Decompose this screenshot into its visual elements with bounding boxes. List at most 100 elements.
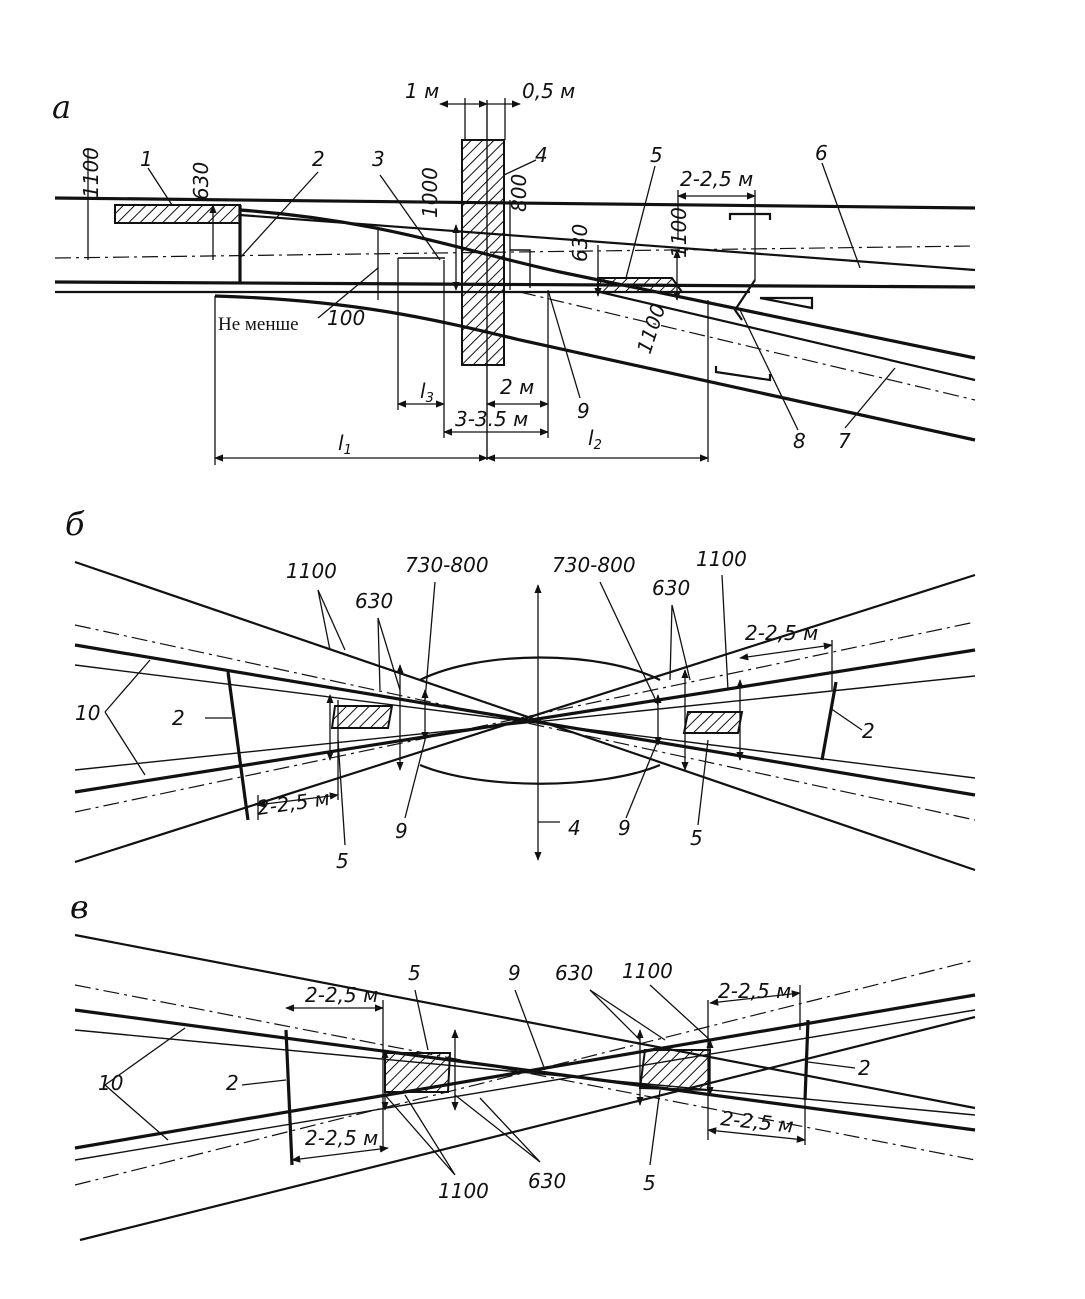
rail-line bbox=[74, 993, 976, 1150]
leader bbox=[317, 589, 346, 651]
barrier-bracket bbox=[714, 366, 772, 382]
dim-2-25m-text: 2-2,5 м bbox=[305, 1126, 378, 1150]
leader bbox=[821, 162, 861, 269]
leader bbox=[147, 167, 173, 206]
dim-1100: 1100 bbox=[438, 1179, 489, 1203]
rail-line bbox=[74, 1009, 976, 1161]
dim-630: 630 bbox=[355, 589, 393, 613]
dim-630: 630 bbox=[652, 576, 690, 600]
item-7: 7 bbox=[838, 429, 851, 453]
dim-1100: 1100 bbox=[622, 959, 673, 983]
dim-1100: 1100 bbox=[79, 147, 103, 198]
item-10: 10 bbox=[75, 701, 100, 725]
dim-l3-text: l3 bbox=[420, 379, 434, 406]
hatched-zone bbox=[682, 711, 744, 734]
dim-630: 630 bbox=[555, 961, 593, 985]
dim-730-800: 730-800 bbox=[552, 553, 636, 577]
dim-1m-text: 1 м bbox=[405, 79, 439, 103]
leader bbox=[104, 659, 151, 776]
curve-rail bbox=[419, 656, 661, 681]
diverging-rail bbox=[599, 290, 976, 382]
hatched-zone bbox=[597, 277, 684, 293]
leader bbox=[599, 581, 659, 706]
item-10: 10 bbox=[98, 1071, 123, 1095]
dim-2m-text: 2 м bbox=[500, 375, 534, 399]
item-6: 6 bbox=[815, 141, 828, 165]
dim-2-25m bbox=[291, 1145, 389, 1163]
leader bbox=[739, 309, 799, 431]
panel-b: б bbox=[65, 505, 976, 873]
item-5: 5 bbox=[408, 961, 421, 985]
leader bbox=[503, 159, 537, 176]
rail-line bbox=[74, 560, 976, 872]
rail-line bbox=[74, 675, 976, 771]
barrier-post bbox=[803, 1019, 810, 1101]
item-4: 4 bbox=[568, 816, 581, 840]
dim-1100: 1100 bbox=[667, 207, 691, 258]
track-centerline bbox=[74, 984, 976, 1161]
item-8: 8 bbox=[793, 429, 806, 453]
item-9: 9 bbox=[577, 399, 590, 423]
dim-2-25m-text: 2-2,5 м bbox=[745, 621, 818, 645]
leader bbox=[697, 739, 709, 826]
leader bbox=[241, 1079, 287, 1086]
item-5: 5 bbox=[336, 849, 349, 873]
dim-line bbox=[510, 249, 531, 288]
leader bbox=[807, 1061, 856, 1069]
leader bbox=[649, 1089, 661, 1166]
dim-2-25m bbox=[709, 990, 801, 1006]
track-centerline bbox=[74, 624, 976, 821]
hatched-zone bbox=[384, 1052, 452, 1093]
item-3: 3 bbox=[372, 147, 385, 171]
item-9: 9 bbox=[618, 816, 631, 840]
dim-2-25m bbox=[739, 642, 833, 661]
dim-1100: 1100 bbox=[696, 547, 747, 571]
leader bbox=[721, 574, 729, 691]
panel-label-a: а bbox=[52, 88, 71, 126]
leader bbox=[514, 989, 546, 1071]
not-less-label: Не менше bbox=[218, 314, 299, 335]
dim-2-25m-text: 2-2,5 м bbox=[718, 979, 791, 1003]
leader bbox=[424, 581, 436, 701]
dim-1100: 1100 bbox=[286, 559, 337, 583]
leader bbox=[384, 1094, 456, 1176]
barrier-post bbox=[820, 681, 838, 761]
item-5: 5 bbox=[690, 826, 703, 850]
dim-1100: 1100 bbox=[632, 301, 671, 357]
item-1: 1 bbox=[140, 147, 153, 171]
leader bbox=[337, 739, 346, 846]
item-2: 2 bbox=[312, 147, 325, 171]
item-9: 9 bbox=[508, 961, 521, 985]
item-2: 2 bbox=[172, 706, 185, 730]
item-2: 2 bbox=[858, 1056, 871, 1080]
rail-line bbox=[54, 280, 976, 289]
rail-line bbox=[54, 196, 976, 210]
dim-630: 630 bbox=[568, 224, 592, 262]
track-centerline bbox=[54, 245, 976, 259]
dim-2-25m-text: 2-2,5 м bbox=[255, 786, 331, 820]
curve-rail bbox=[419, 763, 661, 785]
dim-1000: 1000 bbox=[418, 167, 442, 218]
crossing-strip bbox=[461, 139, 505, 366]
hatched-zone bbox=[330, 705, 394, 729]
leader bbox=[414, 989, 429, 1051]
diverging-rail bbox=[239, 208, 976, 360]
leader bbox=[829, 707, 863, 731]
leader bbox=[649, 984, 711, 1041]
item-5: 5 bbox=[643, 1171, 656, 1195]
barrier-post bbox=[284, 1029, 294, 1166]
dim-800: 800 bbox=[507, 174, 531, 212]
item-2: 2 bbox=[226, 1071, 239, 1095]
dim-2-25m-text: 2-2,5 м bbox=[305, 983, 378, 1007]
dim-630: 630 bbox=[528, 1169, 566, 1193]
dim-3-35m-text: 3-3.5 м bbox=[455, 407, 528, 431]
leader bbox=[669, 604, 691, 681]
item-4: 4 bbox=[535, 143, 548, 167]
dim-l1-text: l1 bbox=[338, 431, 352, 458]
dim-630: 630 bbox=[189, 162, 213, 200]
item-9: 9 bbox=[395, 819, 408, 843]
direction-triangle bbox=[759, 296, 814, 310]
item-2: 2 bbox=[862, 719, 875, 743]
leader bbox=[625, 165, 656, 279]
